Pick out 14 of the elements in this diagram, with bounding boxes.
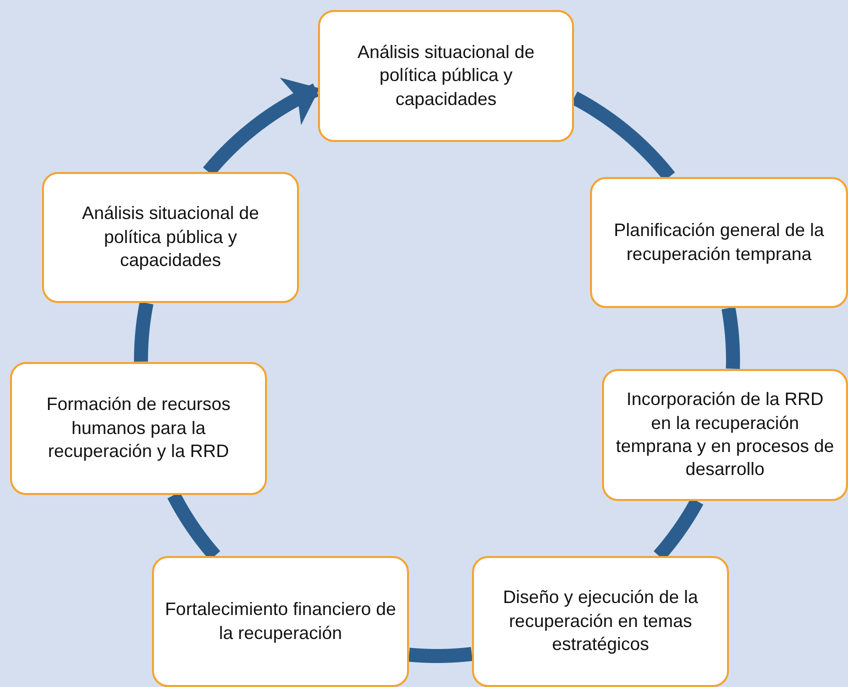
process-box: [10, 362, 267, 495]
step-label: Fortalecimiento financiero de la recuperación: [164, 598, 397, 645]
step-label: Diseño y ejecución de la recuperación en temas estratégicos: [502, 586, 700, 656]
process-box: [42, 172, 299, 303]
process-box: [318, 10, 574, 142]
step-label: Planificación general de la recuperación temprana: [612, 219, 826, 266]
step-label: Análisis situacional de política pública y capacidades: [80, 202, 260, 272]
process-box: [590, 177, 848, 308]
step-label: Formación de recursos humanos para la recuperación y la RRD: [45, 393, 232, 464]
process-box: [152, 556, 409, 687]
process-box: [602, 369, 848, 501]
process-box: [472, 556, 729, 687]
step-label: Incorporación de la RRD en la recuperación temprana y en procesos de desarrollo: [614, 388, 836, 482]
step-label: Análisis situacional de política pública y capacidades: [356, 40, 536, 111]
